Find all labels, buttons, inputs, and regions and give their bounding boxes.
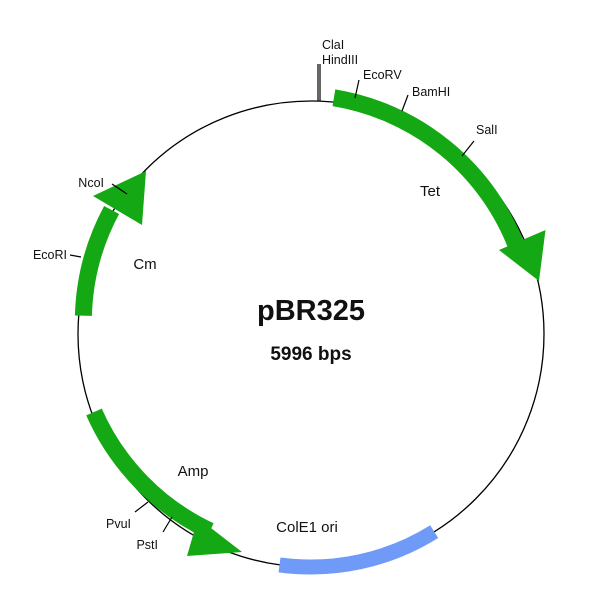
site-label-ncoi: NcoI — [78, 176, 104, 190]
plasmid-name: pBR325 — [257, 295, 365, 327]
ecori-tick — [69, 254, 82, 258]
feature-label-cole1-ori: ColE1 ori — [276, 519, 338, 536]
site-label-clai: ClaI — [322, 38, 344, 52]
ecorv-tick — [354, 79, 360, 99]
site-label-ecori: EcoRI — [33, 248, 67, 262]
bamhi-tick — [401, 94, 409, 112]
site-label-pvui: PvuI — [106, 517, 131, 531]
feature-label-amp: Amp — [178, 463, 209, 480]
feature-label-tet: Tet — [420, 183, 441, 200]
site-label-hindiii: HindIII — [322, 53, 358, 67]
plasmid-size: 5996 bps — [270, 344, 351, 365]
site-label-psti: PstI — [136, 538, 158, 552]
cole1-ori-block — [278, 525, 439, 575]
psti-tick — [162, 516, 173, 533]
pvui-tick — [134, 501, 149, 513]
site-label-ecorv: EcoRV — [363, 68, 402, 82]
amp-gene-arrow — [86, 408, 242, 556]
site-label-bamhi: BamHI — [412, 85, 450, 99]
site-ticks — [69, 64, 475, 533]
feature-label-cm: Cm — [133, 256, 156, 273]
ncoi-tick — [111, 183, 128, 195]
cm-gene-arrow — [74, 171, 146, 317]
site-label-sali: SalI — [476, 123, 498, 137]
sali-tick — [461, 140, 475, 157]
tet-gene-arrow — [332, 89, 546, 281]
